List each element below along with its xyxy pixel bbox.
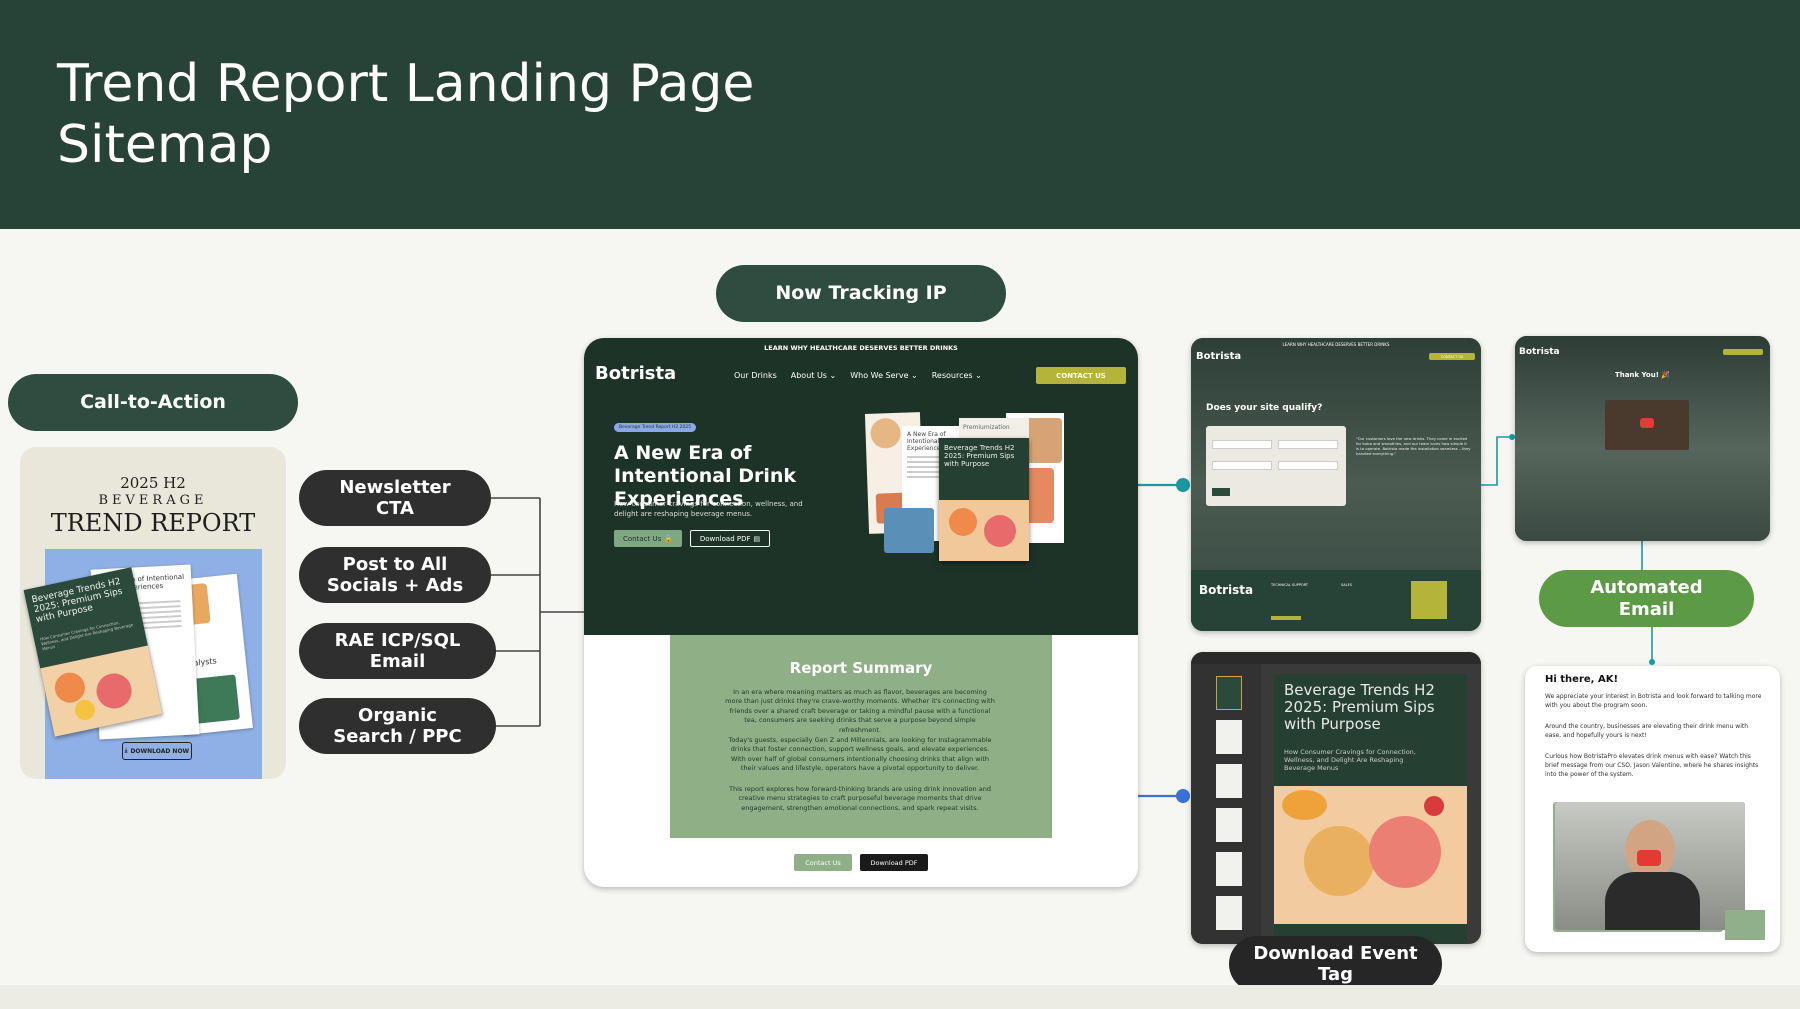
pdf-thumb-2[interactable]	[1216, 720, 1242, 754]
pdf-thumb-6[interactable]	[1216, 896, 1242, 930]
pdf-cover-photo	[1274, 786, 1467, 924]
landing-page-screenshot: LEARN WHY HEALTHCARE DESERVES BETTER DRI…	[584, 338, 1138, 887]
cover-beverage: BEVERAGE	[98, 493, 208, 508]
report-summary-title: Report Summary	[789, 659, 933, 677]
cover-download-label: DOWNLOAD NOW	[130, 747, 190, 755]
email-greeting: Hi there, AK!	[1545, 674, 1619, 685]
qualify-page-screenshot: LEARN WHY HEALTHCARE DESERVES BETTER DRI…	[1191, 338, 1481, 631]
email-field[interactable]	[1212, 461, 1272, 470]
slide-title: Trend Report Landing Page Sitemap	[57, 54, 755, 175]
organic-search-label: Organic Search / PPC	[299, 698, 496, 754]
cover-trend-report: TREND REPORT	[50, 509, 256, 537]
thank-you-page-screenshot: Botrista Thank You! 🎉	[1515, 336, 1770, 541]
teal-dot-end	[1176, 478, 1190, 492]
landing-banner: LEARN WHY HEALTHCARE DESERVES BETTER DRI…	[764, 344, 958, 352]
qualify-footer-badge	[1411, 581, 1447, 619]
thanks-video[interactable]	[1605, 400, 1689, 450]
pdf-thumb-5[interactable]	[1216, 852, 1242, 886]
qualify-contact-button[interactable]: CONTACT US	[1429, 353, 1475, 360]
thanks-logo: Botrista	[1519, 347, 1560, 357]
landing-contact-us-label: Contact Us	[623, 534, 662, 543]
collage-page-4-title: Premiumization	[963, 424, 1010, 431]
landing-download-pdf-button[interactable]: Download PDF ▤	[690, 530, 770, 547]
download-icon: ⤓	[124, 747, 128, 754]
social-icons[interactable]	[1271, 616, 1301, 620]
email-p2: Around the country, businesses are eleva…	[1545, 723, 1749, 739]
thanks-contact-button[interactable]	[1723, 349, 1763, 355]
thanks-heading: Thank You! 🎉	[1614, 371, 1671, 379]
pdf-title: Beverage Trends H2 2025: Premium Sips wi…	[1284, 681, 1435, 733]
cover-download-button[interactable]: ⤓ DOWNLOAD NOW	[122, 742, 192, 760]
pdf-thumb-4[interactable]	[1216, 808, 1242, 842]
nav-about-us[interactable]: About Us ⌄	[790, 371, 837, 380]
landing-contact-button[interactable]: CONTACT US	[1036, 367, 1126, 384]
file-icon: ▤	[753, 534, 761, 543]
cover-book-sub: How Consumer Cravings for Connection, We…	[39, 619, 134, 652]
pdf-toolbar[interactable]	[1191, 652, 1481, 664]
collage-book-title: Beverage Trends H2 2025: Premium Sips wi…	[944, 444, 1015, 469]
bottom-download-button[interactable]: Download PDF	[860, 854, 928, 871]
first-name-field[interactable]	[1212, 440, 1272, 449]
pdf-subtitle: How Consumer Cravings for Connection, We…	[1284, 748, 1416, 772]
email-p1: We appreciate your interest in Botrista …	[1545, 693, 1762, 709]
pdf-page: Beverage Trends H2 2025: Premium Sips wi…	[1274, 674, 1467, 944]
nav-resources[interactable]: Resources ⌄	[931, 371, 982, 380]
email-video-accent	[1725, 910, 1765, 940]
youtube-play-icon[interactable]	[1637, 850, 1661, 866]
footer-strip	[0, 985, 1800, 1009]
title-banner	[0, 0, 1800, 229]
email-p3: Curious how BotristaPro elevates drink m…	[1545, 753, 1759, 778]
pdf-thumbnails	[1191, 664, 1261, 944]
qualify-tech-support: TECHNICAL SUPPORT	[1271, 583, 1309, 587]
landing-logo: Botrista	[595, 363, 677, 384]
cta-bracket	[490, 497, 584, 727]
qualify-footer-logo: Botrista	[1199, 583, 1254, 597]
collage-page-2-title: A New Era of Intentional Drink Experienc…	[907, 431, 958, 452]
pdf-thumb-3[interactable]	[1216, 764, 1242, 798]
nav-who-we-serve[interactable]: Who We Serve ⌄	[850, 371, 918, 380]
bottom-contact-button[interactable]: Contact Us	[794, 854, 852, 871]
play-icon[interactable]	[1640, 418, 1654, 428]
socials-ads-label: Post to All Socials + Ads	[299, 547, 491, 603]
cover-book-title: Beverage Trends H2 2025: Premium Sips wi…	[30, 576, 124, 625]
qualify-submit-button[interactable]	[1212, 488, 1230, 496]
now-tracking-label: Now Tracking IP	[716, 265, 1006, 322]
report-summary-p3: This report explores how forward-thinkin…	[729, 785, 991, 812]
email-video[interactable]	[1555, 802, 1745, 930]
rae-email-label: RAE ICP/SQL Email	[299, 623, 496, 679]
trend-report-cover: 2025 H2 BEVERAGE TREND REPORT Catalysts …	[20, 447, 286, 779]
report-summary-panel	[670, 635, 1052, 838]
qualify-banner: LEARN WHY HEALTHCARE DESERVES BETTER DRI…	[1282, 342, 1390, 347]
landing-report-tag: Beverage Trend Report H2 2025	[614, 423, 696, 432]
lock-icon: 🔒	[664, 534, 673, 543]
pdf-viewer-screenshot: Beverage Trends H2 2025: Premium Sips wi…	[1191, 652, 1481, 944]
collage-photo	[884, 508, 934, 553]
qualify-form	[1206, 426, 1346, 506]
call-to-action-label: Call-to-Action	[8, 374, 298, 431]
email-dot	[1649, 659, 1655, 665]
nav-our-drinks[interactable]: Our Drinks	[734, 371, 777, 380]
report-summary-p1: In an era where meaning matters as much …	[725, 688, 995, 734]
qualify-heading: Does your site qualify?	[1206, 403, 1323, 413]
phone-field[interactable]	[1278, 461, 1338, 470]
last-name-field[interactable]	[1278, 440, 1338, 449]
landing-nav: Our Drinks About Us ⌄ Who We Serve ⌄ Res…	[734, 371, 996, 380]
newsletter-cta-label: Newsletter CTA	[299, 470, 491, 526]
landing-hero-sub: How consumer cravings for connection, we…	[614, 500, 803, 518]
blue-dot-end	[1176, 789, 1190, 803]
qualify-sales: SALES	[1341, 583, 1353, 587]
automated-email-label: Automated Email	[1539, 570, 1754, 627]
email-screenshot: Hi there, AK! We appreciate your interes…	[1525, 666, 1780, 952]
download-event-tag-label: Download Event Tag	[1229, 936, 1442, 992]
qualify-quote: "Our customers love the new drinks. They…	[1356, 436, 1471, 457]
landing-download-label: Download PDF	[699, 534, 751, 543]
landing-hero-title: A New Era of Intentional Drink Experienc…	[614, 442, 797, 510]
collage-book: Beverage Trends H2 2025: Premium Sips wi…	[939, 438, 1029, 561]
cover-year: 2025 H2	[120, 474, 186, 492]
qualify-logo: Botrista	[1196, 351, 1242, 362]
landing-contact-us-button[interactable]: Contact Us 🔒	[614, 530, 682, 547]
report-summary-p2: Today's guests, especially Gen Z and Mil…	[728, 736, 992, 773]
pdf-thumb-1[interactable]	[1216, 676, 1242, 710]
